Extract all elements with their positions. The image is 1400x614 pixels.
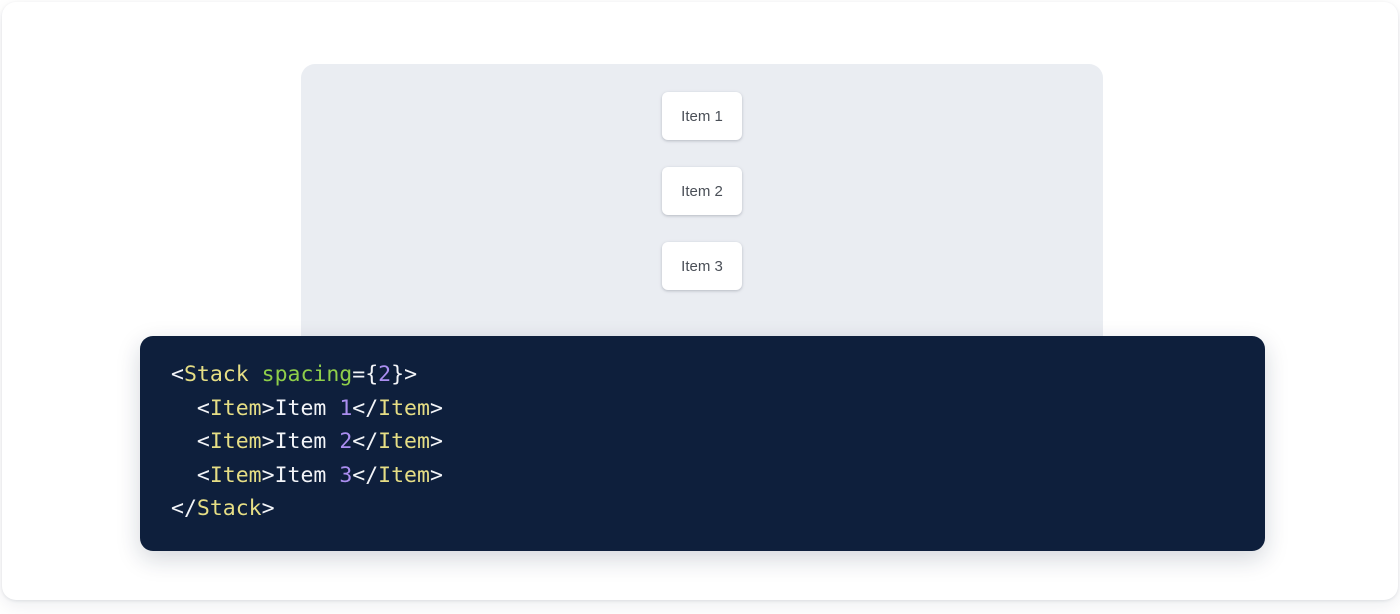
code-line: </Stack> (171, 492, 443, 526)
stack-item-label: Item 1 (681, 107, 723, 125)
stack-item-label: Item 2 (681, 182, 723, 200)
code-token-text: Item (274, 395, 340, 421)
code-token-tag: Item (209, 395, 262, 421)
code-token-num: 2 (378, 362, 392, 387)
code-token-punct: > (261, 462, 275, 488)
code-token-text: Item (274, 429, 340, 455)
code-token-tag: Item (378, 395, 430, 421)
code-line: <Stack spacing={2}> (171, 358, 443, 392)
code-token-punct: = (352, 362, 366, 387)
code-indent (171, 429, 197, 454)
code-token-punct: > (261, 429, 275, 455)
code-snippet-block: <Stack spacing={2}> <Item>Item 1</Item> … (140, 336, 1265, 551)
code-token-punct: > (429, 462, 443, 488)
code-line: <Item>Item 2</Item> (171, 425, 443, 459)
code-token-punct: > (429, 395, 443, 421)
code-indent (171, 396, 197, 421)
component-preview-panel: Item 1 Item 2 Item 3 (301, 64, 1103, 359)
code-token-punct: } (391, 362, 405, 387)
stack-container: Item 1 Item 2 Item 3 (301, 64, 1103, 290)
code-token-tag: Item (378, 429, 430, 455)
code-token-text: Item (274, 462, 340, 488)
stack-item: Item 1 (662, 92, 742, 140)
code-token-num: 2 (339, 429, 353, 455)
code-token-punct: > (261, 496, 275, 522)
code-token-tag: Stack (196, 496, 262, 522)
code-line: <Item>Item 1</Item> (171, 392, 443, 426)
code-token-punct: > (404, 362, 418, 387)
code-token-punct: < (196, 395, 210, 421)
code-token-punct: { (365, 362, 379, 387)
code-token-punct: > (261, 395, 275, 421)
code-token-tag: Stack (183, 362, 249, 387)
code-token-punct: </ (352, 462, 379, 488)
code-token-num: 1 (339, 395, 353, 421)
code-indent (171, 463, 197, 488)
stack-item-label: Item 3 (681, 257, 723, 275)
code-token-punct: > (429, 429, 443, 455)
code-token-tag: Item (209, 462, 262, 488)
code-token-punct: </ (352, 395, 379, 421)
code-token-punct (249, 362, 262, 387)
code-token-tag: Item (378, 462, 430, 488)
code-token-tag: Item (209, 429, 262, 455)
code-content: <Stack spacing={2}> <Item>Item 1</Item> … (171, 358, 443, 526)
code-token-punct: < (196, 429, 210, 455)
code-token-punct: < (196, 462, 210, 488)
stack-item: Item 3 (662, 242, 742, 290)
code-line: <Item>Item 3</Item> (171, 459, 443, 493)
stack-item: Item 2 (662, 167, 742, 215)
code-token-punct: </ (352, 429, 379, 455)
code-token-num: 3 (339, 462, 353, 488)
code-token-punct: < (171, 362, 184, 387)
code-token-punct: </ (171, 496, 197, 522)
code-token-attr: spacing (261, 362, 353, 387)
